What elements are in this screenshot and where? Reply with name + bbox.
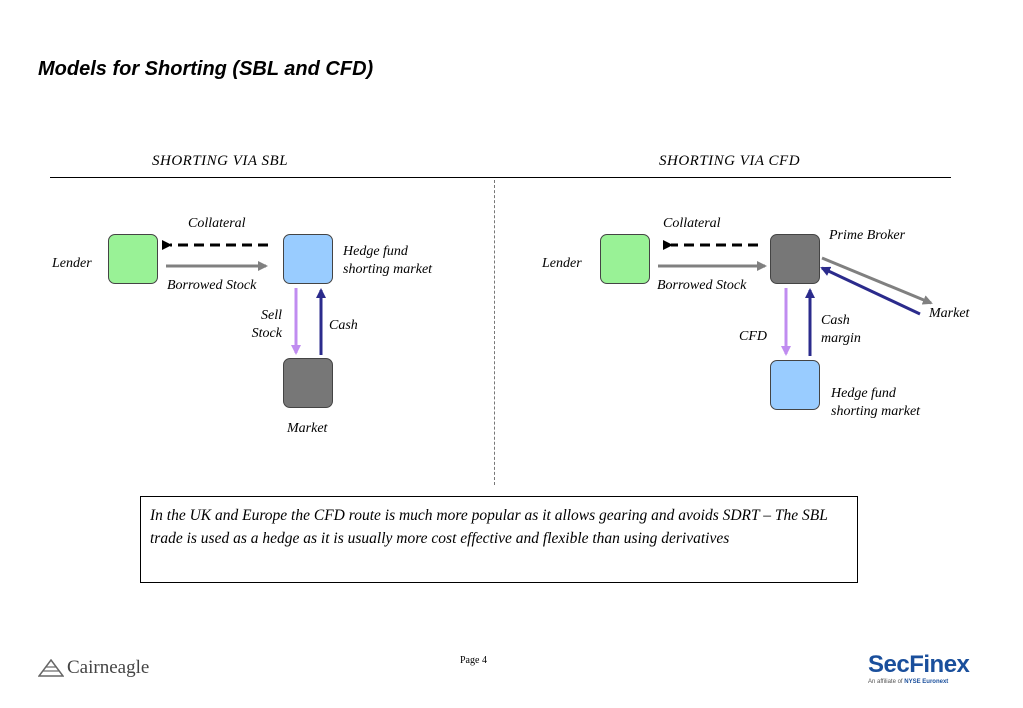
section-divider [494,180,495,485]
cfd-borrowed-stock-label: Borrowed Stock [657,278,747,293]
secfinex-affiliate-text: An affiliate of NYSE Euronext [868,679,949,685]
sbl-market-box [283,358,333,408]
cfd-contract-label: CFD [739,329,767,344]
cfd-heading: SHORTING VIA CFD [659,153,801,169]
sbl-heading: SHORTING VIA SBL [152,153,289,169]
cfd-prime-broker-label: Prime Broker [829,228,906,243]
cfd-hedge-fund-box [770,360,820,410]
sbl-hedge-fund-box [283,234,333,284]
cfd-to-market-arrow [821,256,933,305]
sbl-collateral-label: Collateral [188,216,246,231]
cfd-collateral-label: Collateral [663,216,721,231]
page-number: Page 4 [460,655,487,666]
sbl-lender-label: Lender [52,256,92,271]
secfinex-logo: SecFinex An affiliate of NYSE Euronext [868,651,970,686]
summary-note: In the UK and Europe the CFD route is mu… [140,496,858,583]
cairneagle-logo: Cairneagle [38,657,149,679]
cfd-hedge-fund-label: Hedge fund shorting market [831,386,921,419]
cfd-market-label: Market [929,306,970,321]
sbl-cash-label: Cash [329,318,358,333]
cfd-prime-broker-box [770,234,820,284]
cfd-from-market-arrow [820,266,921,316]
cfd-lender-box [600,234,650,284]
page-title: Models for Shorting (SBL and CFD) [38,58,374,80]
secfinex-logo-text: SecFinex [868,651,970,678]
sbl-lender-box [108,234,158,284]
sbl-borrowed-stock-label: Borrowed Stock [167,278,257,293]
cairneagle-logo-text: Cairneagle [67,657,150,678]
sbl-market-label: Market [287,421,328,436]
sbl-sell-stock-label: Sell Stock [251,308,282,341]
eagle-triangle-icon [38,659,64,677]
heading-divider [50,177,951,178]
sbl-hedge-fund-label: Hedge fund shorting market [343,244,433,277]
cfd-lender-label: Lender [542,256,582,271]
cfd-cash-margin-label: Cash margin [821,313,861,346]
